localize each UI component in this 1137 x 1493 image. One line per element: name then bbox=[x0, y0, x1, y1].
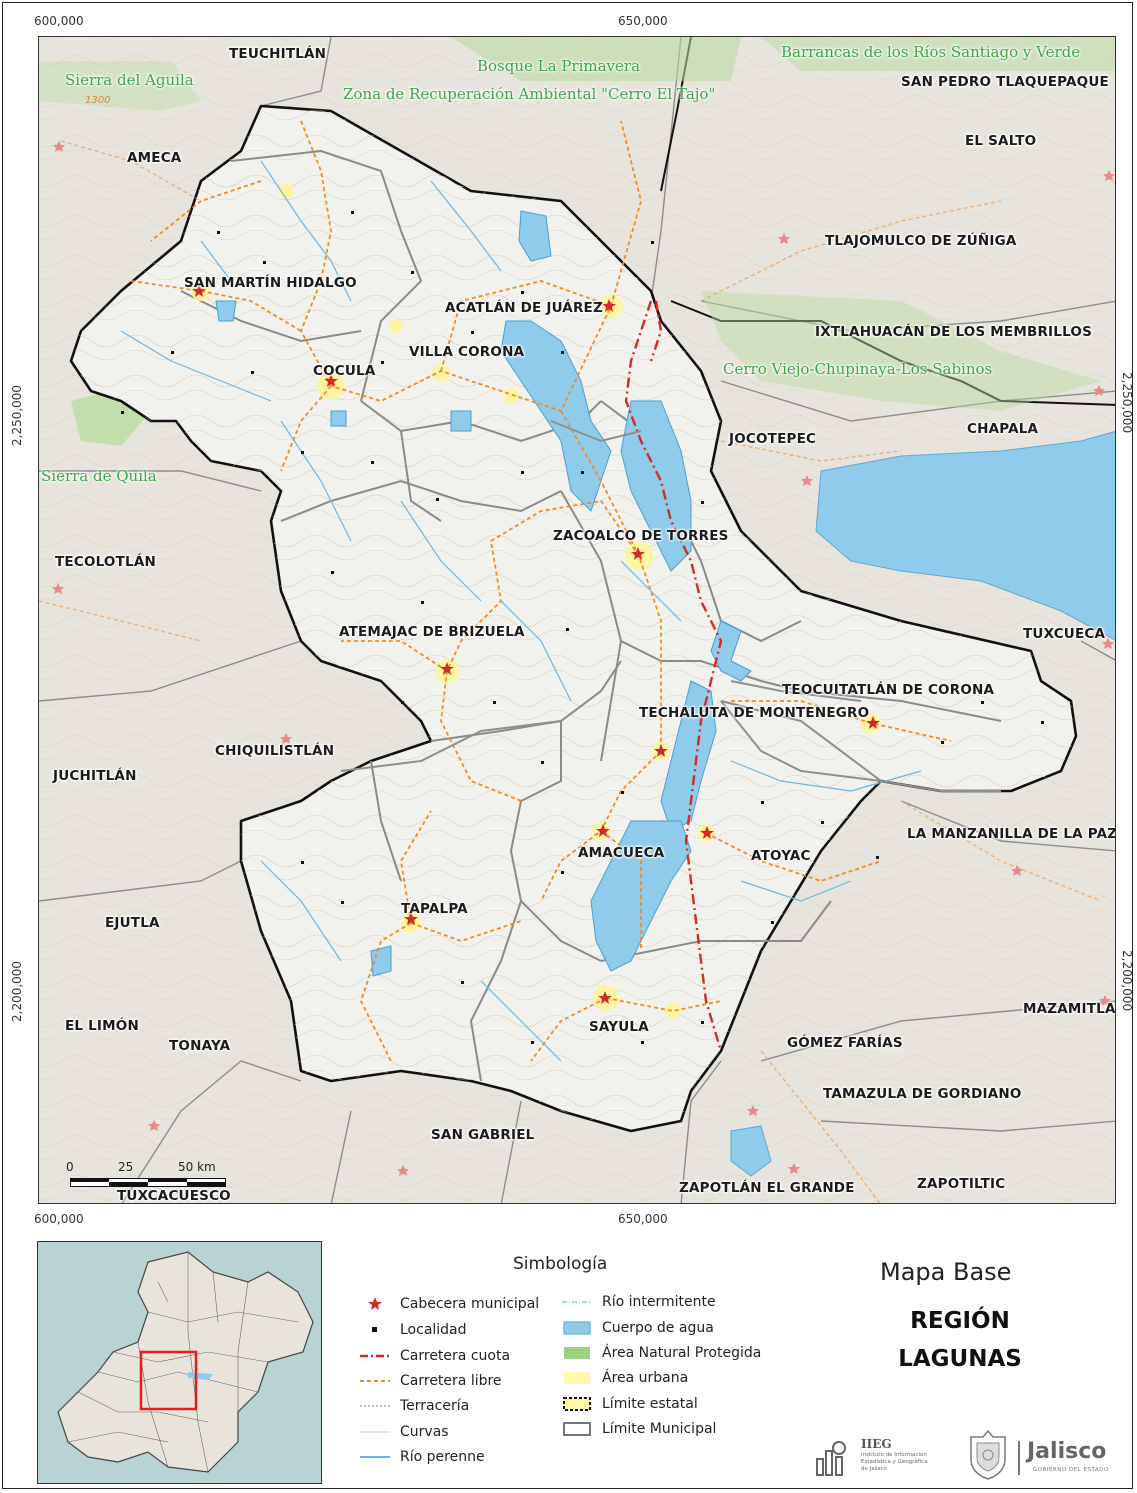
legend-title: Simbología bbox=[513, 1254, 608, 1274]
anp-bosque-primavera: Bosque La Primavera bbox=[477, 57, 641, 75]
label-ameca: AMECA bbox=[127, 150, 182, 166]
rivers bbox=[120, 160, 922, 1062]
label-techaluta: TECHALUTA DE MONTENEGRO bbox=[639, 705, 870, 721]
coord-bottom-600000: 600,000 bbox=[34, 1212, 84, 1226]
label-san-martin: SAN MARTÍN HIDALGO bbox=[184, 275, 357, 291]
dirt-road-icon bbox=[360, 1405, 390, 1407]
ieeg-logo-icon bbox=[816, 1441, 846, 1476]
label-sayula: SAYULA bbox=[589, 1019, 649, 1035]
label-san-pedro: SAN PEDRO TLAQUEPAQUE bbox=[901, 74, 1109, 90]
region-title-line2: LAGUNAS bbox=[898, 1346, 1022, 1372]
anp-sierra-aguila: Sierra del Aguila bbox=[65, 71, 194, 89]
coord-top-650000: 650,000 bbox=[618, 14, 668, 28]
coord-top-600000: 600,000 bbox=[34, 14, 84, 28]
anp-areas bbox=[39, 37, 1115, 446]
coord-right-2200000: 2,200,000 bbox=[1120, 950, 1134, 1012]
label-tapalpa: TAPALPA bbox=[401, 901, 468, 917]
scale-label-0: 0 bbox=[66, 1160, 74, 1174]
region-title-line1: REGIÓN bbox=[910, 1308, 1010, 1334]
label-zacoalco: ZACOALCO DE TORRES bbox=[553, 528, 729, 544]
scale-bar: 0 25 50 km bbox=[66, 1160, 240, 1200]
label-ejutla: EJUTLA bbox=[105, 915, 160, 931]
label-acatlan: ACATLÁN DE JUÁREZ bbox=[445, 300, 603, 316]
coord-left-2250000: 2,250,000 bbox=[10, 384, 24, 446]
coord-bottom-650000: 650,000 bbox=[618, 1212, 668, 1226]
gray-roads bbox=[340, 420, 1001, 792]
outside-free-roads bbox=[39, 140, 1102, 1203]
label-san-gabriel: SAN GABRIEL bbox=[431, 1127, 535, 1143]
water-body-icon bbox=[563, 1321, 591, 1335]
label-la-manzanilla: LA MANZANILLA DE LA PAZ bbox=[907, 826, 1116, 842]
protected-area-icon bbox=[564, 1347, 590, 1359]
label-amacueca: AMACUECA bbox=[578, 845, 665, 861]
label-gomez-farias: GÓMEZ FARÍAS bbox=[787, 1035, 903, 1051]
label-ixtlahuacan: IXTLAHUACÁN DE LOS MEMBRILLOS bbox=[815, 324, 1093, 340]
label-teuchitlan: TEUCHITLÁN bbox=[229, 46, 327, 62]
toll-road bbox=[624, 300, 723, 1052]
inset-region-box bbox=[139, 1350, 198, 1411]
scale-label-50: 50 km bbox=[178, 1160, 216, 1174]
label-el-salto: EL SALTO bbox=[965, 133, 1037, 149]
map-kind-title: Mapa Base bbox=[880, 1258, 1012, 1286]
free-road-icon bbox=[360, 1380, 390, 1382]
coord-right-2250000: 2,250,000 bbox=[1120, 372, 1134, 434]
label-juchitlan: JUCHITLÁN bbox=[53, 768, 137, 784]
jalisco-logo-text: Jalisco bbox=[1027, 1439, 1107, 1464]
ieeg-logo-text: IIEG bbox=[861, 1437, 892, 1451]
inset-locator-map bbox=[37, 1241, 322, 1484]
label-chiquilistlan: CHIQUILISTLÁN bbox=[215, 743, 335, 759]
label-tamazula: TAMAZULA DE GORDIANO bbox=[823, 1086, 1022, 1102]
inset-jalisco bbox=[57, 1251, 314, 1473]
label-zapotiltic: ZAPOTILTIC bbox=[917, 1176, 1006, 1192]
label-cocula: COCULA bbox=[313, 363, 376, 379]
outside-municipal-lines bbox=[39, 37, 1115, 1203]
label-jocotepec: JOCOTEPEC bbox=[729, 431, 817, 447]
contour-icon bbox=[360, 1431, 390, 1433]
black-square-icon bbox=[372, 1327, 377, 1332]
cabecera-stars bbox=[192, 284, 880, 1004]
toll-road-icon bbox=[360, 1354, 390, 1358]
urban-area-icon bbox=[564, 1372, 590, 1384]
jalisco-seal-icon bbox=[970, 1429, 1006, 1480]
label-villa-corona: VILLA CORONA bbox=[409, 344, 525, 360]
scale-label-25: 25 bbox=[118, 1160, 134, 1174]
outside-black-line bbox=[670, 300, 1115, 406]
contour-label: 1300 bbox=[85, 95, 111, 106]
anp-sierra-quila: Sierra de Quila bbox=[41, 467, 157, 485]
anp-barrancas: Barrancas de los Ríos Santiago y Verde bbox=[781, 43, 1081, 61]
main-map[interactable]: 1300 Sierra del Aguila Bosque La Primave… bbox=[38, 36, 1116, 1204]
label-tonaya: TONAYA bbox=[169, 1038, 231, 1054]
label-zapotlan: ZAPOTLÁN EL GRANDE bbox=[679, 1180, 855, 1196]
label-mazamitla: MAZAMITLA bbox=[1023, 1001, 1116, 1017]
label-tlajomulco: TLAJOMULCO DE ZÚÑIGA bbox=[825, 233, 1017, 249]
label-atemajac: ATEMAJAC DE BRIZUELA bbox=[339, 624, 525, 640]
river-icon bbox=[360, 1456, 390, 1458]
coord-left-2200000: 2,200,000 bbox=[10, 960, 24, 1022]
label-el-limon: EL LIMÓN bbox=[65, 1018, 139, 1034]
label-atoyac: ATOYAC bbox=[751, 848, 811, 864]
state-boundary-icon bbox=[563, 1397, 591, 1411]
label-tuxcueca: TUXCUECA bbox=[1023, 626, 1106, 642]
intermittent-river-icon bbox=[562, 1301, 592, 1303]
red-star-icon bbox=[368, 1297, 382, 1310]
label-teocuitatlan: TEOCUITATLÁN DE CORONA bbox=[782, 682, 995, 698]
localidad-points bbox=[121, 211, 1044, 1044]
label-tuxcacuesco: TUXCACUESCO bbox=[117, 1188, 231, 1204]
anp-cerro-viejo: Cerro Viejo-Chupinaya-Los Sabinos bbox=[723, 360, 993, 378]
jalisco-logo-subtitle: GOBIERNO DEL ESTADO bbox=[1033, 1467, 1109, 1473]
lake-chapala bbox=[815, 431, 1115, 641]
outside-stars bbox=[52, 141, 1115, 1176]
label-tecolotlan: TECOLOTLÁN bbox=[55, 554, 156, 570]
anp-cerro-tajo: Zona de Recuperación Ambiental "Cerro El… bbox=[343, 85, 716, 103]
region-title: REGIÓN LAGUNAS bbox=[860, 1302, 1060, 1378]
label-chapala: CHAPALA bbox=[967, 421, 1039, 437]
municipal-boundary-icon bbox=[563, 1422, 591, 1436]
